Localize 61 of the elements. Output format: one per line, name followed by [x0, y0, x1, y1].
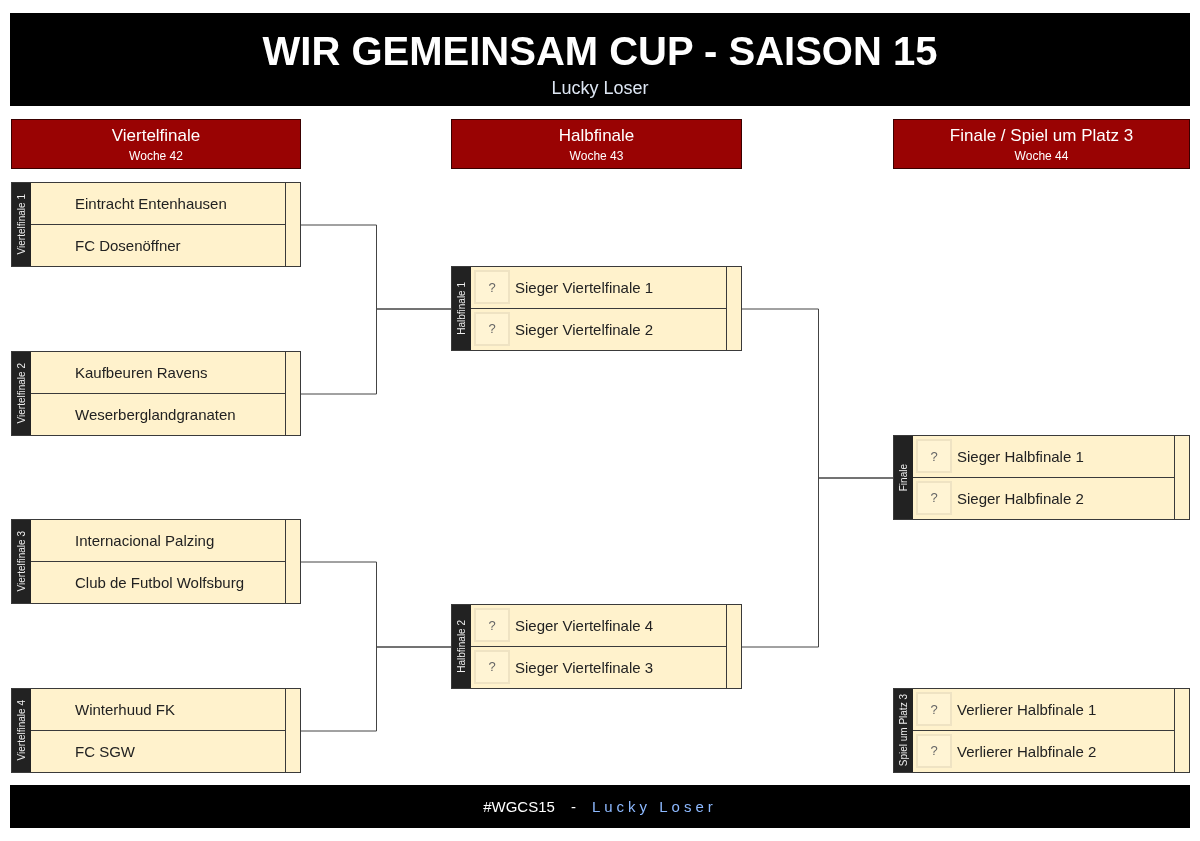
match-label-strip: Viertelfinale 1: [12, 183, 31, 266]
match-box: [893, 435, 1190, 520]
bracket-line: [741, 477, 894, 648]
placeholder-tile: ?: [916, 480, 952, 515]
bracket-line: [300, 308, 452, 395]
subtitle: Lucky Loser: [550, 78, 650, 99]
hashtag: #WGCS15: [483, 798, 555, 815]
team-name: Verlierer Halbfinale 1: [957, 699, 1097, 720]
title: WIR GEMEINSAM CUP - SAISON 15: [261, 29, 939, 74]
match-box: [451, 266, 742, 351]
round-week: Woche 44: [1013, 149, 1070, 163]
team-name: Sieger Viertelfinale 2: [515, 319, 654, 340]
team-name: Internacional Palzing: [75, 530, 215, 551]
match-label-strip: Spiel um Platz 3: [894, 689, 913, 772]
separator: -: [570, 798, 576, 815]
match-label-strip: Finale: [894, 436, 913, 519]
team-name: FC SGW: [75, 741, 135, 762]
match-label-strip: Viertelfinale 3: [12, 520, 31, 603]
team-name: Sieger Viertelfinale 1: [515, 277, 654, 298]
team-name: Sieger Halbfinale 2: [957, 488, 1084, 509]
match-box: [11, 519, 301, 604]
match-box: [11, 688, 301, 773]
footer-subtitle: Lucky Loser: [591, 798, 717, 815]
match-label-strip: Halbfinale 2: [452, 605, 471, 688]
placeholder-tile: ?: [474, 608, 510, 642]
round-header: [451, 119, 742, 169]
match-label-strip: Halbfinale 1: [452, 267, 471, 350]
match-label-strip: Viertelfinale 2: [12, 352, 31, 435]
round-week: Woche 43: [568, 149, 625, 163]
team-name: Verlierer Halbfinale 2: [957, 741, 1097, 762]
team-name: Winterhuud FK: [75, 699, 176, 720]
team-name: Club de Futbol Wolfsburg: [75, 572, 244, 593]
match-box: [451, 604, 742, 689]
match-box: [11, 351, 301, 436]
team-name: Sieger Viertelfinale 4: [515, 615, 654, 636]
team-name: Weserberglandgranaten: [75, 404, 236, 425]
round-title: Finale / Spiel um Platz 3: [948, 126, 1135, 146]
team-row: [471, 267, 726, 309]
round-week: Woche 42: [128, 149, 184, 163]
placeholder-tile: ?: [916, 692, 952, 726]
team-name: Kaufbeuren Ravens: [75, 362, 208, 383]
team-name: Sieger Halbfinale 1: [957, 446, 1084, 467]
team-row: [913, 436, 1174, 478]
match-label-strip: Viertelfinale 4: [12, 689, 31, 772]
round-title: Viertelfinale: [110, 126, 202, 146]
bracket-line: [300, 646, 452, 732]
team-row: [913, 689, 1174, 731]
team-name: Sieger Viertelfinale 3: [515, 657, 654, 678]
team-name: FC Dosenöffner: [75, 235, 181, 256]
match-box: [893, 688, 1190, 773]
placeholder-tile: ?: [474, 649, 510, 684]
team-row: [471, 605, 726, 647]
round-title: Halbfinale: [557, 126, 636, 146]
round-header: [11, 119, 301, 169]
placeholder-tile: ?: [474, 311, 510, 346]
placeholder-tile: ?: [916, 439, 952, 473]
placeholder-tile: ?: [916, 733, 952, 768]
placeholder-tile: ?: [474, 270, 510, 304]
match-box: [11, 182, 301, 267]
team-name: Eintracht Entenhausen: [75, 193, 227, 214]
round-header: [893, 119, 1190, 169]
